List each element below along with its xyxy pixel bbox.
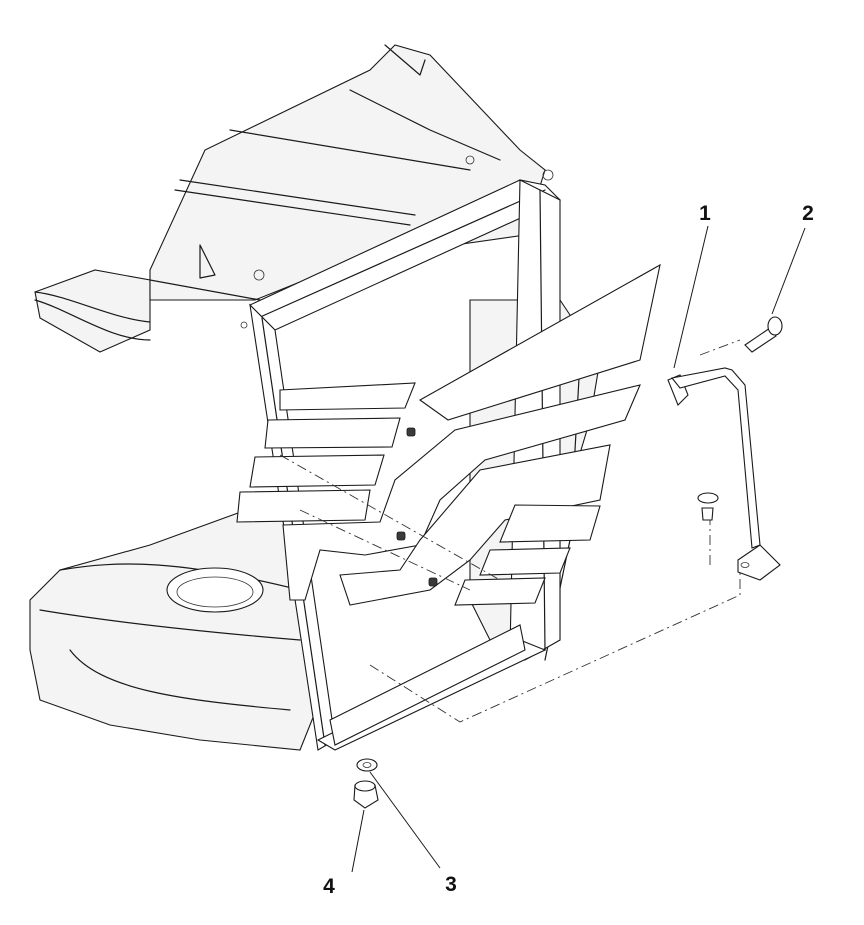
- grab-handle: [667, 367, 781, 581]
- callout-4: 4: [323, 875, 335, 898]
- center-lines: [279, 339, 741, 723]
- bolt: [697, 492, 719, 521]
- washer: [356, 758, 378, 772]
- leader-lines: [351, 225, 806, 873]
- callout-1: 1: [699, 202, 711, 225]
- logo-decal: [236, 263, 661, 606]
- pin: [744, 316, 783, 353]
- callout-3: 3: [445, 873, 457, 896]
- nut: [353, 780, 379, 809]
- callout-2: 2: [802, 202, 814, 225]
